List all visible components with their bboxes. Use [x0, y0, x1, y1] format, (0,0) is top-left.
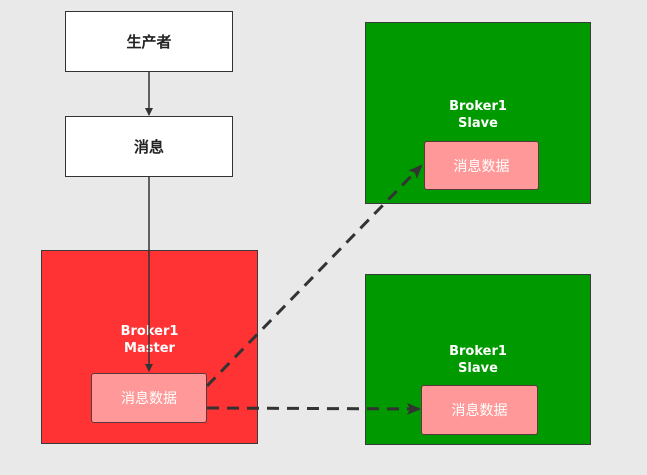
slave-top-message-data-label: 消息数据: [453, 158, 510, 175]
producer-node[interactable]: 生产者: [65, 11, 233, 72]
slave-top-message-data[interactable]: 消息数据: [424, 141, 539, 190]
broker-master-title: Broker1 Master: [42, 323, 257, 357]
broker-slave-top-role: Slave: [458, 116, 498, 131]
producer-label: 生产者: [126, 33, 172, 51]
broker-slave-bottom[interactable]: Broker1 Slave 消息数据: [365, 274, 591, 445]
master-message-data[interactable]: 消息数据: [91, 373, 207, 423]
message-node[interactable]: 消息: [65, 116, 233, 177]
slave-bottom-message-data[interactable]: 消息数据: [421, 385, 538, 435]
broker-slave-bottom-name: Broker1: [449, 344, 507, 359]
broker-slave-bottom-title: Broker1 Slave: [366, 343, 590, 377]
broker-master-role: Master: [124, 341, 175, 356]
broker-slave-top-title: Broker1 Slave: [366, 98, 590, 132]
broker-master-name: Broker1: [120, 324, 179, 339]
broker-slave-bottom-role: Slave: [458, 361, 498, 376]
broker-master[interactable]: Broker1 Master 消息数据: [41, 250, 258, 444]
broker-slave-top-name: Broker1: [449, 99, 507, 114]
message-label: 消息: [133, 138, 164, 156]
slave-bottom-message-data-label: 消息数据: [451, 403, 508, 419]
broker-slave-top[interactable]: Broker1 Slave 消息数据: [365, 22, 591, 204]
master-message-data-label: 消息数据: [121, 391, 177, 407]
